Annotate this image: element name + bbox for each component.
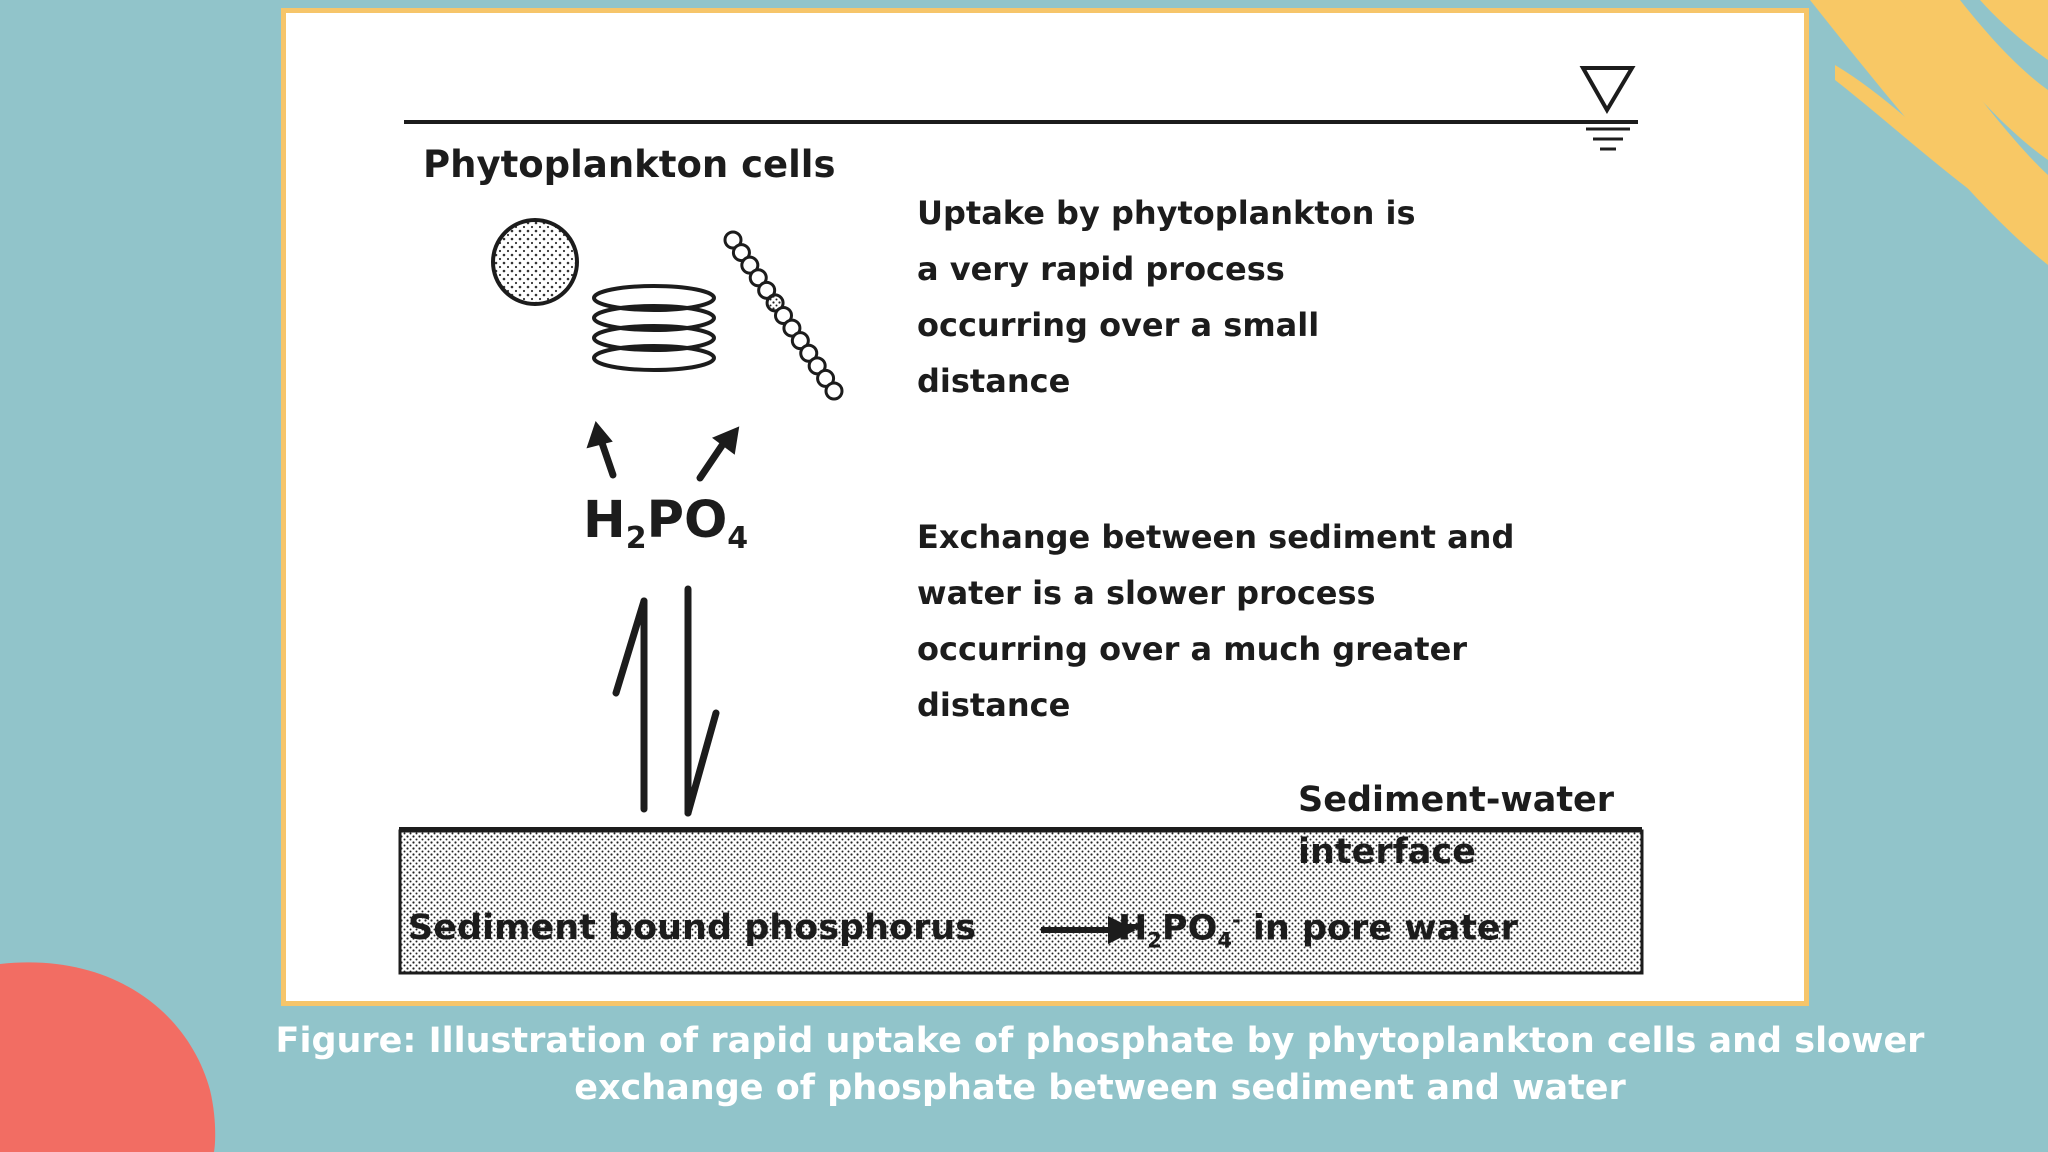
uptake-line: Uptake by phytoplankton is [917,194,1416,232]
chain-bead [799,343,819,363]
chain-bead [748,268,768,288]
sediment-label: Sediment bound phosphorus [408,908,976,948]
phytoplankton-chain-icon [723,230,844,401]
molecule-label: H2PO4 [583,491,748,556]
molecule-po: PO [646,491,728,550]
chain-bead [765,293,785,313]
exchange-line: distance [917,686,1071,724]
caption-line-2: exchange of phosphate between sediment a… [574,1068,1626,1108]
pore-sub-4: 4 [1217,928,1232,953]
interface-line: interface [1298,832,1476,872]
sediment-left-text: Sediment bound phosphorus [408,908,977,948]
chain-bead [824,381,844,401]
chain-bead [790,331,810,351]
caption-line-1: Figure: Illustration of rapid uptake of … [275,1021,1925,1061]
uptake-line: distance [917,362,1071,400]
yellow-brush-strokes [1810,0,2048,265]
phytoplankton-sphere-icon [491,218,579,306]
chain-bead [807,356,827,376]
chain-bead [774,306,793,325]
phytoplankton-heading: Phytoplankton cells [423,143,836,186]
exchange-line: water is a slower process [917,574,1376,612]
chain-bead [731,243,751,263]
sediment-conversion-arrow [1041,916,1136,944]
exchange-line: Exchange between sediment and [917,518,1515,556]
molecule-sub-2: 2 [625,521,647,557]
chain-bead [723,230,743,250]
sediment-layer [398,829,1644,975]
pore-water-label: H2PO4- in pore water [1118,908,1518,953]
water-level-triangle-icon [1579,66,1636,151]
molecule-h: H [583,491,626,550]
exchange-description: Exchange between sediment and water is a… [917,509,1514,733]
figure-caption: Figure: Illustration of rapid uptake of … [240,1018,1960,1112]
chain-bead [782,318,802,338]
uptake-line: a very rapid process [917,250,1285,288]
exchange-arrows [612,585,720,817]
phytoplankton-coil-icon [592,284,716,372]
pore-sub-2: 2 [1147,928,1162,953]
chain-bead [757,280,777,300]
interface-line: Sediment-water [1298,780,1615,820]
uptake-line: occurring over a small [917,306,1320,344]
pore-charge: - [1231,908,1241,932]
molecule-sub-4: 4 [727,521,749,557]
chain-bead [816,368,836,388]
figure-drawing [398,66,1644,975]
pore-po: PO [1161,908,1218,949]
figure-frame: Phytoplankton cells Uptake by phytoplank… [281,8,1809,1006]
pore-text: in pore water [1240,908,1518,949]
exchange-line: occurring over a much greater [917,630,1468,668]
pore-h: H [1118,908,1148,949]
interface-label: Sediment-water interface [1298,774,1614,878]
chain-bead [740,255,760,275]
uptake-description: Uptake by phytoplankton is a very rapid … [917,185,1416,409]
coral-blob [0,962,216,1152]
uptake-arrows [586,420,740,482]
